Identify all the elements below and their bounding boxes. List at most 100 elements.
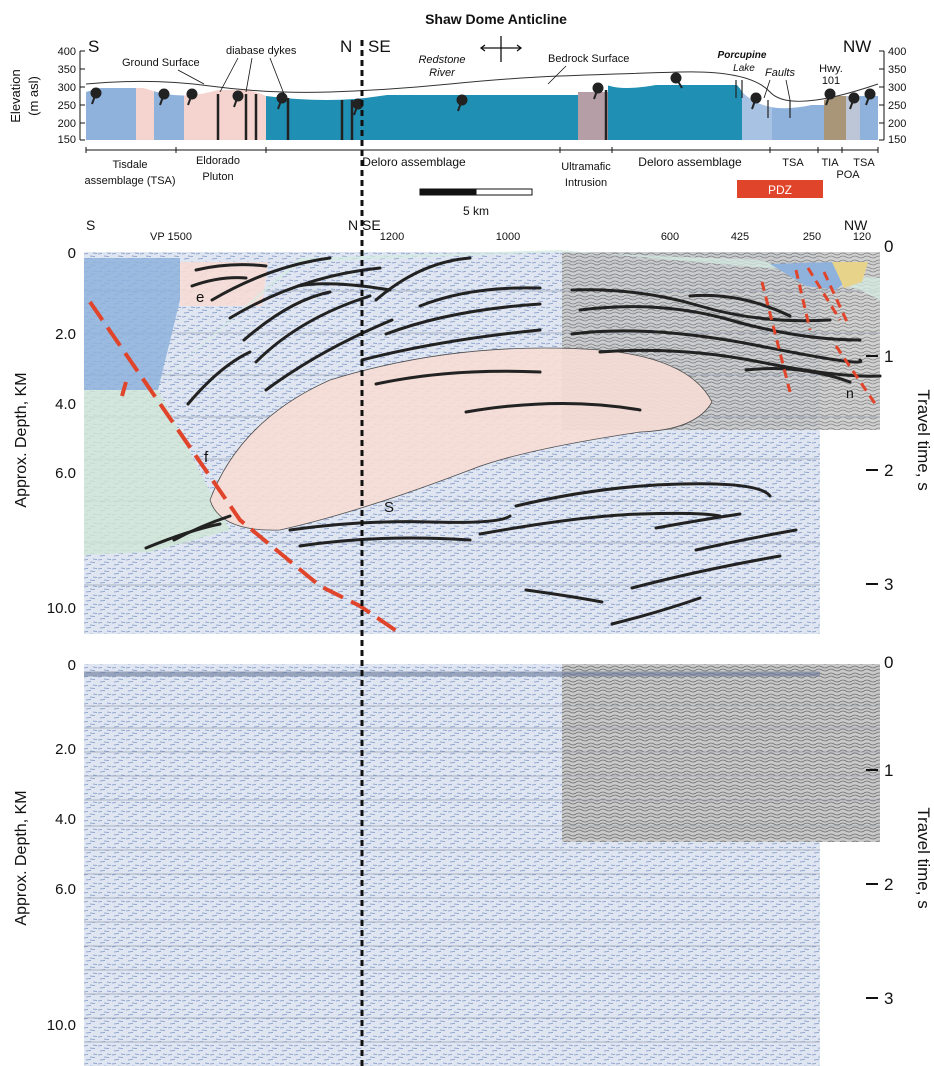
vp-label: 1200 xyxy=(380,231,404,243)
mid-dir-nw: NW xyxy=(844,217,868,233)
top-dir-nw: NW xyxy=(843,37,871,56)
pdz-faults xyxy=(760,267,880,409)
label-lake: Lake xyxy=(733,63,755,74)
bottom-depth-tick: 10.0 xyxy=(47,1017,76,1034)
vp-label: 120 xyxy=(853,231,871,243)
eldorado-pluton-block xyxy=(180,262,268,306)
top-dir-se: SE xyxy=(368,37,391,56)
elev-tick: 150 xyxy=(888,134,906,146)
mid-depth-tick: 10.0 xyxy=(47,600,76,617)
mid-depth-tick: 6.0 xyxy=(55,465,76,482)
fault-arrow xyxy=(120,381,128,397)
unit-deloro-2: Deloro assemblage xyxy=(638,155,742,169)
unit-pluton: Pluton xyxy=(202,171,233,183)
feature-s: S xyxy=(384,499,394,516)
bottom-time-axis-label: Travel time, s xyxy=(914,807,933,908)
mid-dir-nse: N SE xyxy=(348,217,381,233)
label-ground-surface: Ground Surface xyxy=(122,57,200,69)
nw-blue-block xyxy=(770,262,852,290)
top-dir-s: S xyxy=(88,37,99,56)
elev-tick: 250 xyxy=(888,100,906,112)
scale-label: 5 km xyxy=(463,204,489,218)
elev-tick: 150 xyxy=(58,134,76,146)
bottom-time-ticks xyxy=(866,769,878,999)
mid-depth-axis-label: Approx. Depth, KM xyxy=(13,372,30,507)
unit-tisdale-tsa: assemblage (TSA) xyxy=(84,175,175,187)
nw-yellow-block xyxy=(832,262,868,288)
unit-tsa: TSA xyxy=(782,157,804,169)
label-redstone: Redstone xyxy=(418,54,465,66)
mid-depth-tick: 2.0 xyxy=(55,326,76,343)
unit-deloro-1: Deloro assemblage xyxy=(362,155,466,169)
unit-intrusion: Intrusion xyxy=(565,177,607,189)
bottom-time-tick: 0 xyxy=(884,653,893,672)
label-diabase-dykes: diabase dykes xyxy=(226,45,297,57)
reflectors xyxy=(144,256,882,626)
label-bedrock-surface: Bedrock Surface xyxy=(548,53,629,65)
scale-bar xyxy=(419,188,533,196)
pdz-label: PDZ xyxy=(768,183,792,197)
feature-e: e xyxy=(196,289,204,306)
label-river: River xyxy=(429,67,456,79)
elev-tick: 350 xyxy=(58,64,76,76)
unit-tsa-2: TSA xyxy=(853,157,875,169)
label-porcupine: Porcupine xyxy=(718,50,767,61)
unit-poa: POA xyxy=(836,169,860,181)
vp-label: 250 xyxy=(803,231,821,243)
elev-ticks-right: 400 350 300 250 200 150 xyxy=(879,46,906,146)
elev-tick: 300 xyxy=(58,82,76,94)
mid-depth-tick: 0 xyxy=(68,245,76,262)
elev-tick: 300 xyxy=(888,82,906,94)
bottom-depth-tick: 2.0 xyxy=(55,741,76,758)
mid-time-ticks xyxy=(866,355,878,585)
raw-seismic-section: Approx. Depth, KM 0 2.0 4.0 6.0 10.0 Tra… xyxy=(13,653,933,1066)
tisdale-block xyxy=(84,258,180,390)
anticline-title: Shaw Dome Anticline xyxy=(425,11,567,27)
bottom-depth-axis-label: Approx. Depth, KM xyxy=(13,790,30,925)
elev-tick: 250 xyxy=(58,100,76,112)
mid-time-tick: 3 xyxy=(884,575,893,594)
raw-gridlines xyxy=(84,705,880,1043)
elevation-units-label: (m asl) xyxy=(26,76,41,116)
main-fault xyxy=(88,300,400,634)
vp-label: VP 1500 xyxy=(150,231,192,243)
bottom-time-tick: 2 xyxy=(884,875,893,894)
pink-lens-s xyxy=(209,347,713,531)
mid-time-tick: 2 xyxy=(884,461,893,480)
mid-time-axis-label: Travel time, s xyxy=(914,389,933,490)
elev-tick: 400 xyxy=(888,46,906,58)
mid-dir-s: S xyxy=(86,217,95,233)
unit-brackets xyxy=(85,147,879,153)
mid-time-tick: 1 xyxy=(884,347,893,366)
unit-ultramafic: Ultramafic xyxy=(561,161,611,173)
raw-seismic-gray-panel xyxy=(562,664,880,842)
elev-tick: 400 xyxy=(58,46,76,58)
top-dir-n: N xyxy=(340,37,352,56)
elevation-label: Elevation xyxy=(8,69,23,122)
unit-eldorado: Eldorado xyxy=(196,155,240,167)
feature-f: f xyxy=(204,449,209,466)
bottom-depth-tick: 6.0 xyxy=(55,881,76,898)
bottom-depth-tick: 4.0 xyxy=(55,811,76,828)
label-hwy-number: 101 xyxy=(822,75,840,87)
green-wedge xyxy=(84,390,230,555)
label-hwy: Hwy. xyxy=(819,63,843,75)
elev-ticks-left: 400 350 300 250 200 150 xyxy=(58,46,85,146)
anticline-symbol xyxy=(479,36,523,62)
vp-label: 425 xyxy=(731,231,749,243)
elev-tick: 200 xyxy=(58,118,76,130)
unit-tisdale: Tisdale xyxy=(112,159,147,171)
feature-n: n xyxy=(846,385,854,401)
mid-depth-tick: 4.0 xyxy=(55,396,76,413)
interpreted-seismic-section: S N SE NW VP 1500 1200 1000 600 425 250 … xyxy=(13,217,933,634)
bottom-depth-tick: 0 xyxy=(68,657,76,674)
bottom-time-tick: 3 xyxy=(884,989,893,1008)
top-cross-section: Shaw Dome Anticline S N SE NW Elevation … xyxy=(8,11,906,218)
vp-label: 1000 xyxy=(496,231,520,243)
unit-tia: TIA xyxy=(821,157,839,169)
bottom-time-tick: 1 xyxy=(884,761,893,780)
elev-tick: 200 xyxy=(888,118,906,130)
vp-label: 600 xyxy=(661,231,679,243)
mid-time-tick: 0 xyxy=(884,237,893,256)
